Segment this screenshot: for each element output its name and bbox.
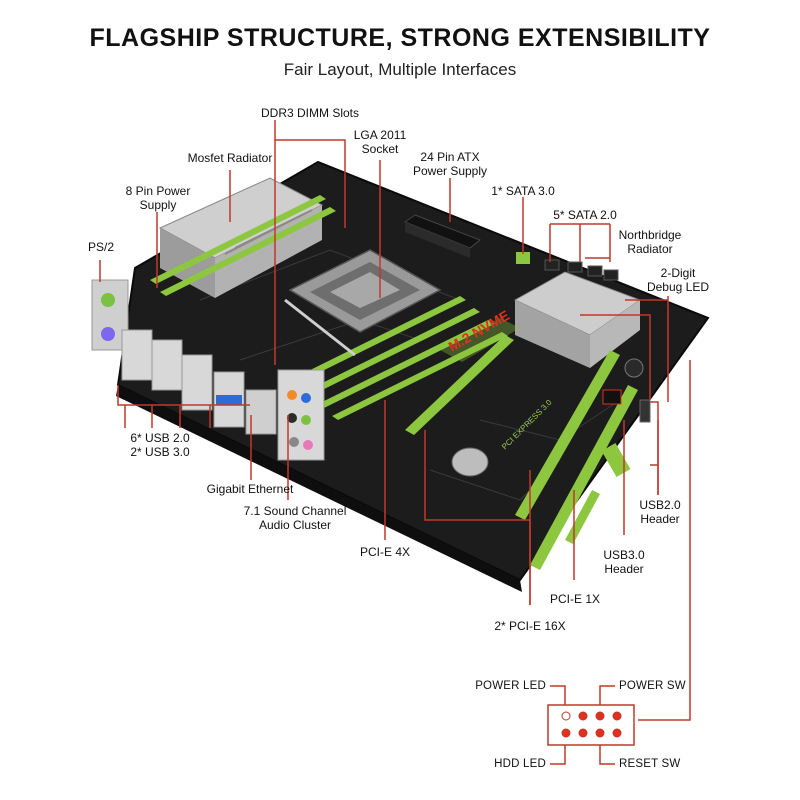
label-usb2-header-sub: Header [640,512,680,526]
sata-connectors [516,252,619,281]
cpu-socket [284,249,442,357]
label-usb2-ports: 6* USB 2.0 [130,431,190,445]
label-8pin-power: 8 Pin Power [125,184,191,198]
capacitor [624,358,644,378]
usb3-header-connector [601,443,631,477]
pcb-edge [116,385,522,592]
label-hdd-led: HDD LED [494,758,546,770]
label-debug-led: Debug LED [646,280,710,294]
label-pcie-1x: PCI-E 1X [549,592,600,606]
label-power-sw: POWER SW [619,680,686,692]
label-reset-sw: RESET SW [619,758,681,770]
leader-lines [99,120,691,721]
page-subtitle: Fair Layout, Multiple Interfaces [283,60,517,79]
dimm-slots [150,195,508,420]
motherboard: M.2 NVME PCI EXPRESS 3.0 [91,160,710,592]
label-gigabit-ethernet: Gigabit Ethernet [206,482,294,496]
debug-led-display [602,389,622,405]
label-usb3-header-sub: Header [604,562,644,576]
label-2-digit: 2-Digit [660,266,696,280]
atx-connector [403,214,481,258]
rear-io [91,279,325,461]
label-usb3-ports: 2* USB 3.0 [130,445,190,459]
label-sata3: 1* SATA 3.0 [491,184,555,198]
label-atx-power-supply: Power Supply [412,164,488,178]
label-8pin-supply: Supply [139,198,177,212]
label-7-1-sound-channel: 7.1 Sound Channel [243,504,347,518]
label-usb3-header: USB3.0 [603,548,645,562]
label-usb2-header: USB2.0 [639,498,681,512]
label-audio-cluster: Audio Cluster [258,518,332,532]
usb2-header-connector [639,399,651,423]
label-ps2: PS/2 [88,240,115,254]
page-title: FLAGSHIP STRUCTURE, STRONG EXTENSIBILITY [89,24,711,52]
label-lga-2011: LGA 2011 [353,128,407,142]
label-mosfet-radiator: Mosfet Radiator [187,151,273,165]
label-power-led: POWER LED [475,680,546,692]
front-panel-header [547,685,635,765]
label-northbridge: Northbridge [618,228,682,242]
label-northbridge-radiator: Radiator [627,242,673,256]
label-pcie-4x: PCI-E 4X [359,545,410,559]
label-24pin-atx: 24 Pin ATX [420,150,480,164]
label-socket: Socket [361,142,399,156]
label-sata2: 5* SATA 2.0 [553,208,617,222]
label-ddr3-dimm-slots: DDR3 DIMM Slots [260,106,359,120]
cmos-battery [451,447,489,477]
label-pcie-16x: 2* PCI-E 16X [494,619,566,633]
